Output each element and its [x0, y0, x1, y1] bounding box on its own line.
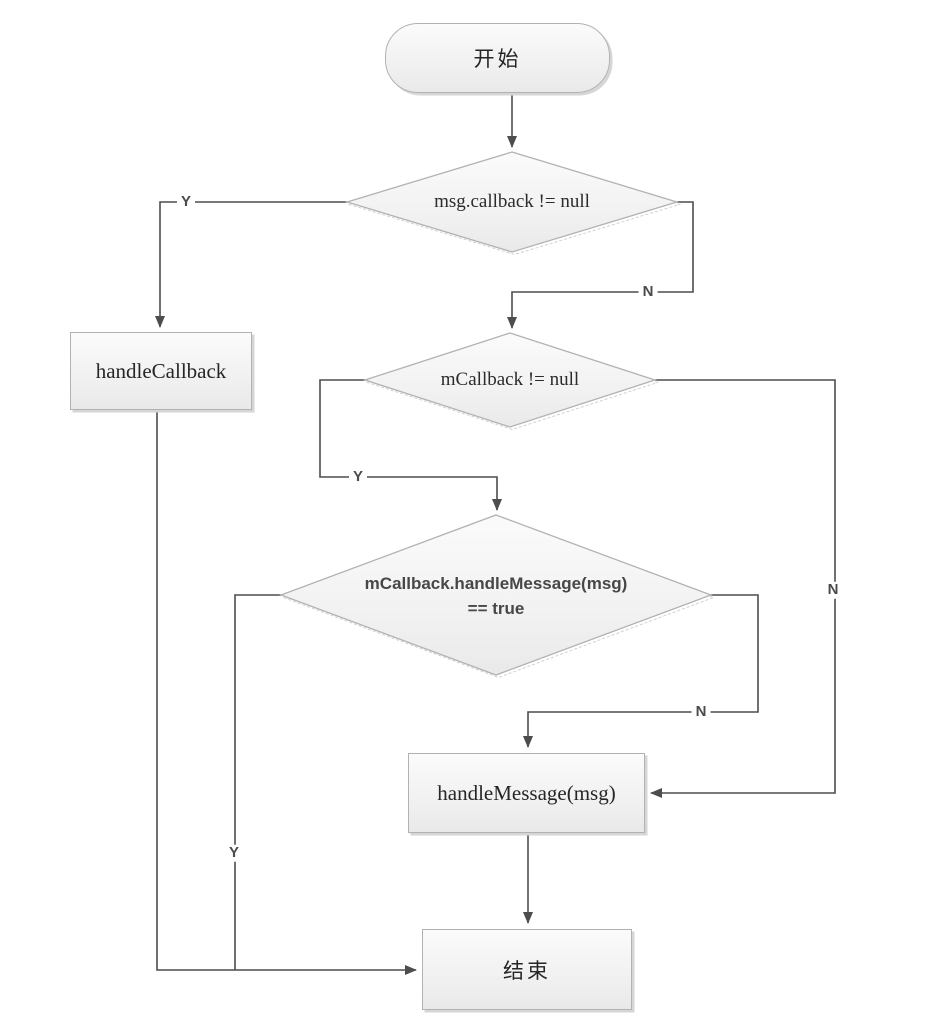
handle-message-node: handleMessage(msg) — [408, 753, 645, 833]
edge-label-d2-no: N — [823, 581, 843, 599]
decision-msg-callback — [344, 151, 682, 256]
handle-callback-node: handleCallback — [70, 332, 252, 410]
edge-label-d2-yes: Y — [348, 468, 368, 486]
end-node: 结束 — [422, 929, 632, 1010]
edge-label-d3-no: N — [691, 703, 711, 721]
start-node: 开始 — [385, 23, 610, 93]
decision-mcallback — [362, 332, 660, 431]
decision-mcallback-handlemessage — [279, 514, 715, 679]
edge-d3-no-to-handlemessage — [523, 594, 759, 748]
edge-d1-no-to-d2 — [507, 201, 694, 329]
edge-label-d1-yes: Y — [176, 193, 196, 211]
edge-d2-yes-to-d3 — [319, 379, 502, 511]
edge-label-d1-no: N — [638, 283, 658, 301]
edge-d3-yes-to-end — [234, 594, 281, 970]
edge-handlecallback-to-end — [156, 410, 417, 975]
edge-d1-yes-to-handlecallback — [155, 201, 347, 328]
edge-label-d3-yes: Y — [224, 844, 244, 862]
